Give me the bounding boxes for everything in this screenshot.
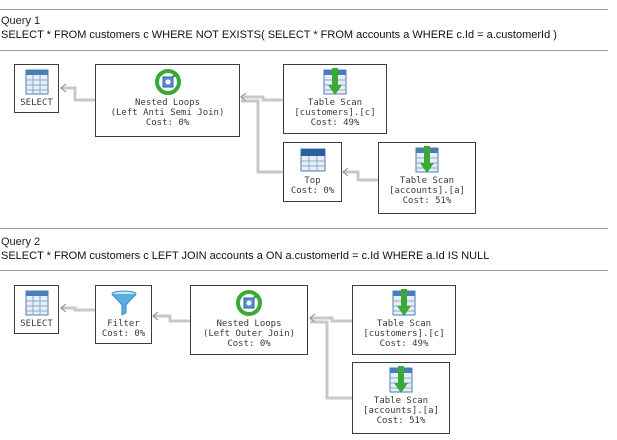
query-2-top-rule (0, 228, 608, 229)
q1-link-nl-top (241, 99, 283, 174)
q1-link-nl-scan (241, 95, 283, 102)
node-label: Table Scan (373, 396, 429, 406)
node-sub: (Left Outer Join) (202, 329, 296, 339)
q1-table-scan-customers-node[interactable]: Table Scan [customers].[c] Cost: 49% (283, 64, 387, 134)
q1-table-scan-accounts-node[interactable]: Table Scan [accounts].[a] Cost: 51% (378, 142, 476, 214)
node-label: SELECT (20, 319, 53, 329)
nested-loops-icon (154, 69, 181, 95)
table-scan-icon (415, 146, 439, 173)
node-label: Nested Loops (216, 319, 282, 329)
query-1-top-rule (0, 9, 608, 10)
node-sub: [accounts].[a] (363, 406, 439, 416)
q1-link-select-nl (61, 86, 95, 102)
node-label: Top (304, 176, 321, 186)
select-icon (25, 290, 48, 316)
q2-link-nl-scan (310, 316, 352, 323)
table-scan-icon (323, 68, 347, 95)
q2-select-node[interactable]: SELECT (14, 285, 59, 334)
node-cost: Cost: 51% (376, 416, 426, 426)
q1-nested-loops-node[interactable]: Nested Loops (Left Anti Semi Join) Cost:… (95, 64, 240, 137)
query-1-sql[interactable]: SELECT * FROM customers c WHERE NOT EXIS… (1, 29, 557, 41)
q2-link-nl-scan2 (310, 320, 352, 400)
node-label: Nested Loops (134, 98, 201, 108)
q2-table-scan-accounts-node[interactable]: Table Scan [accounts].[a] Cost: 51% (352, 362, 450, 434)
q1-select-node[interactable]: SELECT (14, 64, 59, 113)
query-1-bottom-rule (0, 50, 608, 51)
node-sub: [customers].[c] (294, 108, 376, 118)
table-scan-icon (392, 289, 416, 316)
q2-filter-node[interactable]: Filter Cost: 0% (95, 285, 152, 344)
node-sub: (Left Anti Semi Join) (110, 108, 225, 118)
node-cost: Cost: 49% (379, 339, 429, 349)
node-label: Filter (107, 319, 140, 329)
select-icon (25, 69, 48, 95)
node-cost: Cost: 51% (402, 196, 452, 206)
node-sub: [accounts].[a] (389, 186, 465, 196)
q1-link-top-scan (343, 170, 378, 182)
query-2-title: Query 2 (1, 236, 41, 248)
node-cost: Cost: 0% (290, 186, 335, 196)
node-label: Table Scan (376, 319, 432, 329)
query-1-title: Query 1 (1, 15, 41, 27)
node-sub: [customers].[c] (363, 329, 445, 339)
q2-nested-loops-node[interactable]: Nested Loops (Left Outer Join) Cost: 0% (190, 285, 308, 355)
query-2-sql[interactable]: SELECT * FROM customers c LEFT JOIN acco… (1, 250, 490, 262)
table-scan-icon (389, 366, 413, 393)
q2-table-scan-customers-node[interactable]: Table Scan [customers].[c] Cost: 49% (352, 285, 456, 355)
node-label: SELECT (20, 98, 53, 108)
node-label: Table Scan (307, 98, 363, 108)
q2-link-select-filter (61, 306, 95, 312)
node-cost: Cost: 0% (145, 118, 190, 128)
node-cost: Cost: 0% (101, 329, 146, 339)
nested-loops-icon (236, 290, 262, 316)
filter-icon (111, 290, 136, 316)
node-cost: Cost: 49% (310, 118, 360, 128)
node-label: Table Scan (399, 176, 455, 186)
node-cost: Cost: 0% (227, 339, 271, 349)
q2-link-filter-nl (153, 314, 190, 323)
q1-top-node[interactable]: Top Cost: 0% (283, 142, 342, 202)
query-2-bottom-rule (0, 270, 608, 271)
top-icon (300, 148, 325, 172)
